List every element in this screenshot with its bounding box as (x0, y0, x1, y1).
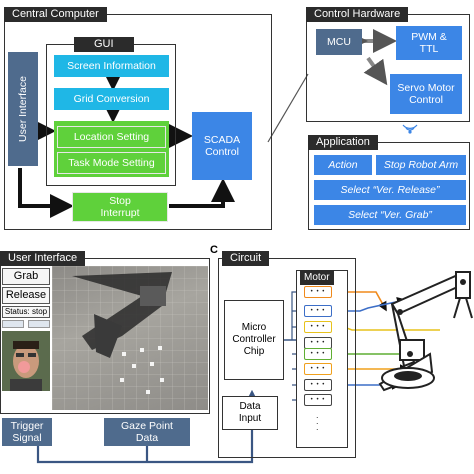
servo-motor-control-box[interactable]: Servo Motor Control (390, 74, 462, 114)
micro-controller-chip-box[interactable]: Micro Controller Chip (224, 300, 284, 380)
user-interface-panel-frame (0, 258, 210, 414)
left-eye-indicator (2, 320, 24, 328)
application-title: Application (308, 135, 378, 150)
gui-title: GUI (74, 37, 134, 52)
motor-port-3[interactable]: • • • (304, 321, 332, 333)
motor-title: Motor (300, 270, 334, 285)
grid-conversion-box[interactable]: Grid Conversion (54, 88, 169, 110)
right-eye-indicator (28, 320, 50, 328)
control-hardware-title: Control Hardware (306, 7, 409, 22)
task-mode-setting-box[interactable]: Task Mode Setting (57, 152, 166, 174)
user-interface-label: User Interface (17, 76, 30, 142)
mcu-servo-arrow (363, 56, 388, 86)
motor-port-8[interactable]: • • • (304, 394, 332, 406)
release-button[interactable]: Release (2, 287, 50, 304)
wireless-signal-icon (402, 124, 418, 134)
action-box[interactable]: Action (314, 155, 372, 175)
motor-more-dots: ... (316, 410, 319, 432)
scada-control-box[interactable]: SCADA Control (192, 112, 252, 180)
panel-letter-c: C (210, 244, 218, 256)
motor-port-2[interactable]: • • • (304, 305, 332, 317)
stop-to-scada-arrow (169, 178, 235, 208)
camera-view (52, 266, 208, 410)
camera-scene-graphic (52, 266, 208, 410)
ui-to-stop-arrow (18, 168, 74, 218)
data-input-box[interactable]: Data Input (222, 396, 278, 430)
webcam-face-view (2, 331, 50, 391)
mcu-box[interactable]: MCU (316, 29, 362, 55)
motor-port-7[interactable]: • • • (304, 379, 332, 391)
circuit-frame (218, 258, 356, 458)
gaze-point-data-box[interactable]: Gaze Point Data (104, 418, 190, 446)
central-computer-frame (4, 14, 272, 230)
motor-port-6[interactable]: • • • (304, 363, 332, 375)
select-grab-box[interactable]: Select “Ver. Grab” (314, 205, 466, 225)
circuit-title: Circuit (222, 251, 270, 266)
user-interface-box[interactable]: User Interface (8, 52, 38, 166)
motor-port-5[interactable]: • • • (304, 348, 332, 360)
screen-information-box[interactable]: Screen Information (54, 55, 169, 77)
stop-interrupt-box[interactable]: Stop Interrupt (72, 192, 168, 222)
robot-arm-illustration (378, 271, 473, 392)
application-frame (308, 142, 470, 230)
motor-port-1[interactable]: • • • (304, 286, 332, 298)
select-release-box[interactable]: Select “Ver. Release” (314, 180, 466, 200)
user-interface-panel-title: User Interface (0, 251, 86, 266)
grab-button[interactable]: Grab (2, 268, 50, 285)
pwm-ttl-box[interactable]: PWM & TTL (396, 26, 462, 60)
central-to-hardware-line (267, 73, 309, 143)
trigger-signal-box[interactable]: Trigger Signal (2, 418, 52, 446)
status-label: Status: stop (2, 306, 50, 318)
face-graphic (2, 331, 50, 391)
stop-robot-arm-box[interactable]: Stop Robot Arm (376, 155, 466, 175)
location-setting-box[interactable]: Location Setting (57, 126, 166, 148)
central-computer-title: Central Computer (4, 7, 107, 22)
trigger-flow-line (36, 402, 254, 464)
